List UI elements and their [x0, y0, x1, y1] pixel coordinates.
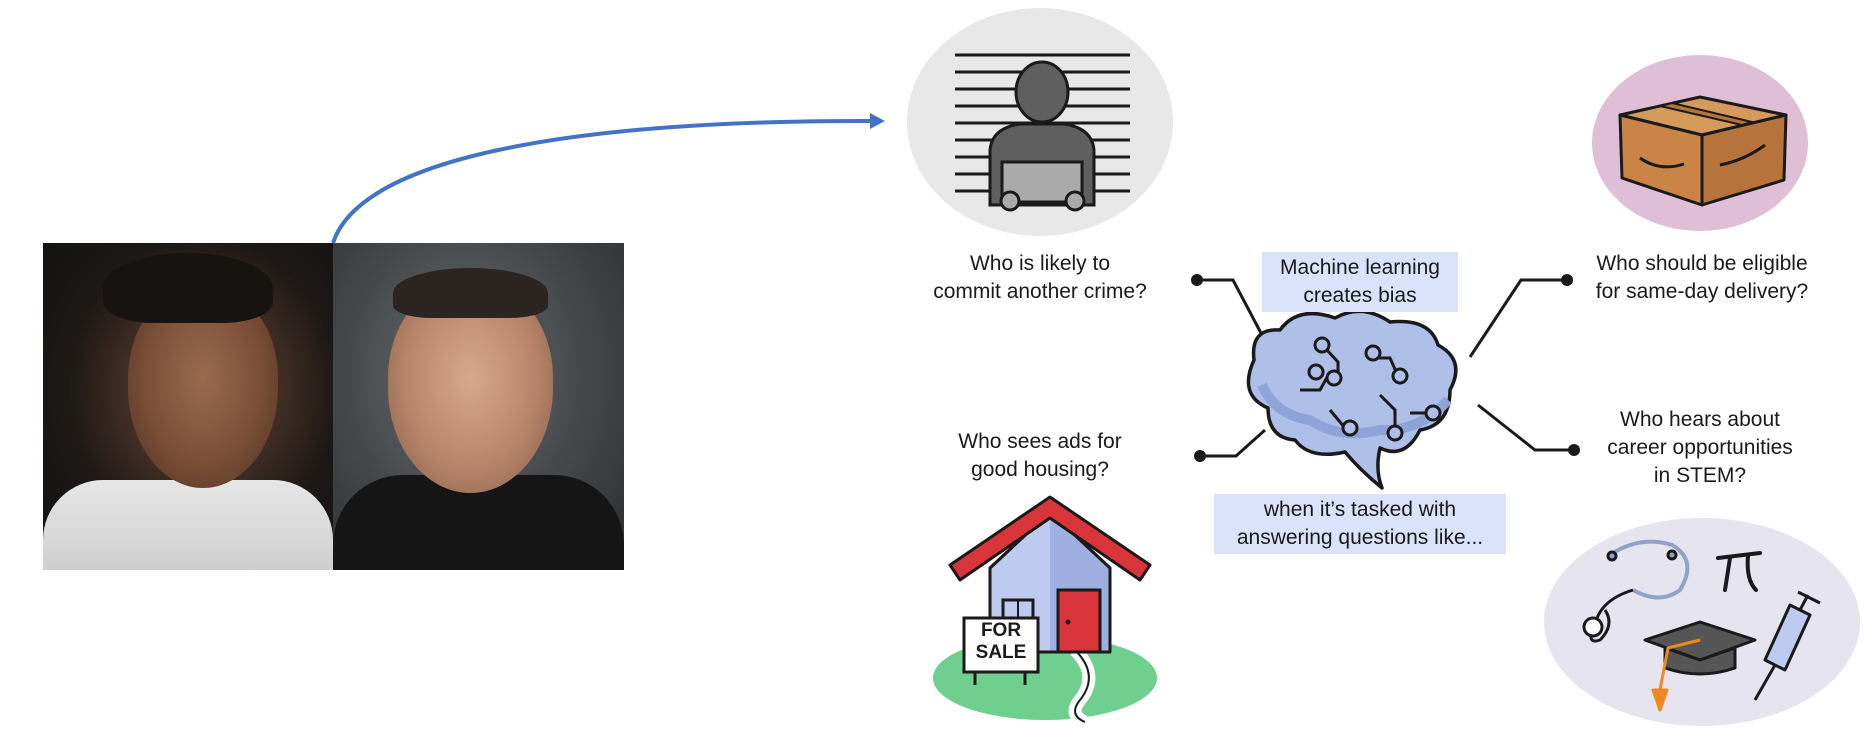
- stem-question-line1: Who hears about: [1620, 408, 1780, 431]
- connector-dots: [1191, 274, 1580, 462]
- mugshot-icon: [907, 8, 1173, 236]
- for-sale-sign: FOR SALE: [964, 620, 1038, 664]
- photo-left-shirt: [43, 480, 333, 570]
- center-subtitle-box: when it’s tasked with answering question…: [1214, 494, 1506, 554]
- housing-question-line1: Who sees ads for: [958, 430, 1122, 453]
- center-subtitle-line1: when it’s tasked with: [1263, 498, 1457, 521]
- delivery-question-line1: Who should be eligible: [1596, 252, 1808, 275]
- crime-question: Who is likely to commit another crime?: [910, 250, 1170, 306]
- photo-left: [43, 243, 333, 570]
- connector-lines: [1198, 278, 1572, 458]
- stem-question: Who hears about career opportunities in …: [1580, 406, 1820, 490]
- for-sale-line2: SALE: [975, 642, 1027, 663]
- crime-question-line2: commit another crime?: [933, 280, 1147, 303]
- center-title-line1: Machine learning: [1280, 256, 1440, 279]
- center-title: Machine learning creates bias: [1262, 252, 1458, 312]
- photo-left-hair: [103, 253, 273, 323]
- box-icon: [1592, 55, 1808, 231]
- graduation-cap-icon: [1643, 620, 1757, 712]
- stem-group: [1544, 518, 1860, 726]
- delivery-question-line2: for same-day delivery?: [1595, 280, 1809, 303]
- photo-right-hair: [393, 268, 548, 318]
- photo-right: [333, 243, 624, 570]
- delivery-question: Who should be eligible for same-day deli…: [1570, 250, 1834, 306]
- center-title-box: Machine learning creates bias: [1262, 252, 1458, 312]
- photo-right-face: [388, 283, 553, 493]
- center-title-line2: creates bias: [1303, 284, 1417, 307]
- stethoscope-icon: [1582, 539, 1690, 643]
- for-sale-line1: FOR: [980, 620, 1022, 641]
- arrow-icon: [331, 113, 885, 244]
- center-subtitle-line2: answering questions like...: [1236, 526, 1484, 549]
- house-icon: [933, 495, 1157, 729]
- stem-question-line3: in STEM?: [1653, 464, 1747, 487]
- stem-question-line2: career opportunities: [1607, 436, 1793, 459]
- center-subtitle: when it’s tasked with answering question…: [1214, 494, 1506, 554]
- brain-icon: [1246, 309, 1458, 490]
- housing-question-line2: good housing?: [971, 458, 1109, 481]
- housing-question: Who sees ads for good housing?: [920, 428, 1160, 484]
- crime-question-line1: Who is likely to: [969, 252, 1111, 275]
- pi-icon: [1716, 551, 1762, 592]
- syringe-icon: [1753, 590, 1821, 701]
